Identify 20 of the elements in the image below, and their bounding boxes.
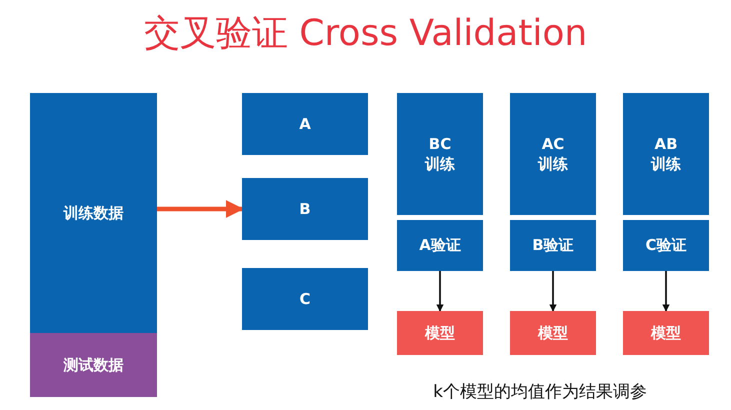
fold-box: B [242,178,368,240]
data-block: 测试数据 [30,333,157,397]
arrow [157,200,244,218]
validation-box: C验证 [623,220,709,271]
training-box: AC 训练 [510,93,596,215]
validation-box: A验证 [397,220,483,271]
fold-box: C [242,268,368,330]
arrow [549,271,557,312]
model-box: 模型 [623,311,709,355]
note-text: k个模型的均值作为结果调参 [432,381,648,403]
model-box: 模型 [510,311,596,355]
model-box: 模型 [397,311,483,355]
arrow [436,271,444,312]
training-box: BC 训练 [397,93,483,215]
fold-box: A [242,93,368,155]
validation-box: B验证 [510,220,596,271]
arrow [662,271,670,312]
data-block: 训练数据 [30,93,157,333]
title: 交叉验证 Cross Validation [142,12,588,56]
training-box: AB 训练 [623,93,709,215]
